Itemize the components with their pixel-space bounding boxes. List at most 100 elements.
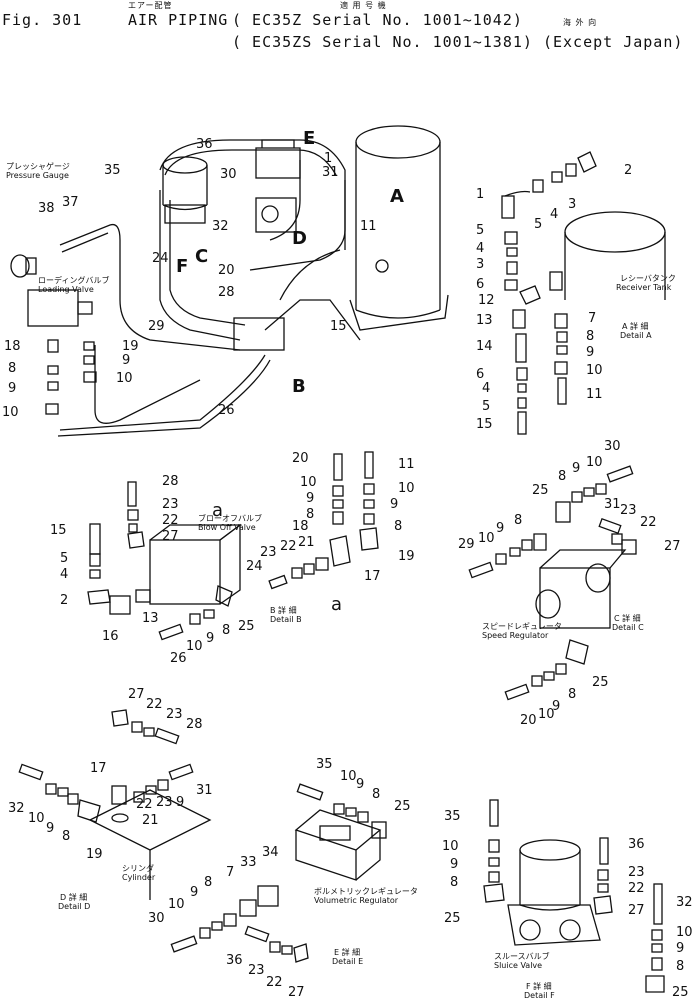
pressure-gauge-label: Pressure Gauge (6, 171, 69, 180)
part-callout: 10 (398, 481, 415, 496)
part-callout: 22 (266, 975, 283, 990)
part-callout: 4 (482, 381, 491, 396)
part-callout: 4 (60, 567, 69, 582)
part-callout: 8 (8, 361, 17, 376)
part-callout: 10 (478, 531, 495, 546)
part-callout: 9 (206, 631, 215, 646)
part-callout: 23 (248, 963, 265, 978)
part-callout: 25 (532, 483, 549, 498)
part-callout: 18 (292, 519, 309, 534)
part-callout: 8 (558, 469, 567, 484)
part-callout: 8 (62, 829, 71, 844)
serial-line-1: ( EC35Z Serial No. 1001~1042) (232, 11, 523, 29)
part-callout: 15 (330, 319, 347, 334)
detail-c-label: Detail C (612, 623, 644, 632)
part-callout: 36 (196, 137, 213, 152)
part-callout: 1 (324, 151, 333, 166)
part-callout: 10 (676, 925, 693, 940)
volumetric-regulator-detail-e (170, 783, 387, 963)
part-callout: 21 (142, 813, 159, 828)
part-callout: 11 (586, 387, 603, 402)
part-callout: 6 (476, 367, 485, 382)
part-callout: 23 (162, 497, 179, 512)
part-callout: 11 (360, 219, 377, 234)
part-callout: 5 (482, 399, 491, 414)
figure-number: Fig. 301 (2, 11, 83, 29)
part-callout: 8 (514, 513, 523, 528)
detail-a-label-jp: A 詳 細 (622, 322, 649, 331)
part-callout: 20 (218, 263, 235, 278)
figure-title: AIR PIPING (128, 11, 229, 29)
speed-regulator-label: Speed Regulator (482, 631, 549, 640)
part-callout: 19 (86, 847, 103, 862)
part-callout: 17 (364, 569, 381, 584)
part-callout: 13 (476, 313, 493, 328)
applicable-japanese: 適 用 号 機 (340, 1, 387, 10)
part-callout: 22 (162, 513, 179, 528)
pressure-gauge-main (10, 254, 37, 278)
volumetric-regulator-label: Volumetric Regulator (314, 896, 399, 905)
sluice-valve-detail-f (483, 799, 665, 993)
part-callout: 25 (672, 985, 689, 1000)
part-callout: 18 (4, 339, 21, 354)
detail-b-label-jp: B 詳 細 (270, 606, 297, 615)
part-callout: 9 (46, 821, 55, 836)
part-callout: 12 (478, 293, 495, 308)
blow-off-label: Blow Off Valve (198, 523, 256, 532)
part-callout: 26 (170, 651, 187, 666)
part-callout: 7 (226, 865, 235, 880)
part-callout: 23 (260, 545, 277, 560)
part-callout: 9 (572, 461, 581, 476)
loading-valve-label-jp: ローディングバルブ (38, 276, 110, 285)
part-callout: 30 (220, 167, 237, 182)
part-callout: 30 (604, 439, 621, 454)
detail-e-label-jp: E 詳 細 (334, 948, 361, 957)
part-callout: 23 (628, 865, 645, 880)
part-callout: 22 (640, 515, 657, 530)
part-callout: 38 (38, 201, 55, 216)
part-callout: 10 (300, 475, 317, 490)
part-callout: 22 (136, 797, 153, 812)
part-callout: 35 (444, 809, 461, 824)
part-callout: 8 (586, 329, 595, 344)
part-callout: 30 (148, 911, 165, 926)
speed-regulator-label-jp: スピードレギュレータ (482, 622, 562, 631)
overseas-japanese: 海 外 向 (563, 18, 598, 27)
part-callout: 24 (152, 251, 169, 266)
part-callout: 1 (476, 187, 485, 202)
part-callout: 36 (226, 953, 243, 968)
part-callout: 35 (316, 757, 333, 772)
detail-d-label-jp: D 詳 細 (60, 893, 88, 902)
part-callout: 9 (586, 345, 595, 360)
part-callout: 27 (288, 985, 305, 1000)
part-callout: 10 (2, 405, 19, 420)
part-callout: 6 (476, 277, 485, 292)
part-callout: 5 (60, 551, 69, 566)
part-callout: 26 (218, 403, 235, 418)
sluice-valve-label-jp: スルースバルブ (494, 952, 550, 961)
part-callout: 32 (8, 801, 25, 816)
blow-off-detail-b (87, 451, 379, 641)
loading-valve-main (27, 289, 93, 327)
receiver-tank-main (349, 125, 449, 331)
view-letter-a: A (390, 186, 404, 207)
part-callout: 8 (450, 875, 459, 890)
part-callout: 15 (50, 523, 67, 538)
part-callout: 9 (176, 795, 185, 810)
regulator-main (255, 139, 301, 179)
part-callout: 7 (588, 311, 597, 326)
part-callout: 3 (568, 197, 577, 212)
cylinder-label: Cylinder (122, 873, 156, 882)
part-callout: 22 (280, 539, 297, 554)
part-callout: 23 (166, 707, 183, 722)
part-callout: 32 (676, 895, 693, 910)
part-callout: 35 (104, 163, 121, 178)
part-callout: 24 (246, 559, 263, 574)
detail-a-label: Detail A (620, 331, 652, 340)
part-callout: 27 (162, 529, 179, 544)
detail-e-label: Detail E (332, 957, 364, 966)
part-callout: 9 (122, 353, 131, 368)
part-callout: 28 (218, 285, 235, 300)
part-callout: 4 (550, 207, 559, 222)
detail-f-label: Detail F (524, 991, 555, 1000)
